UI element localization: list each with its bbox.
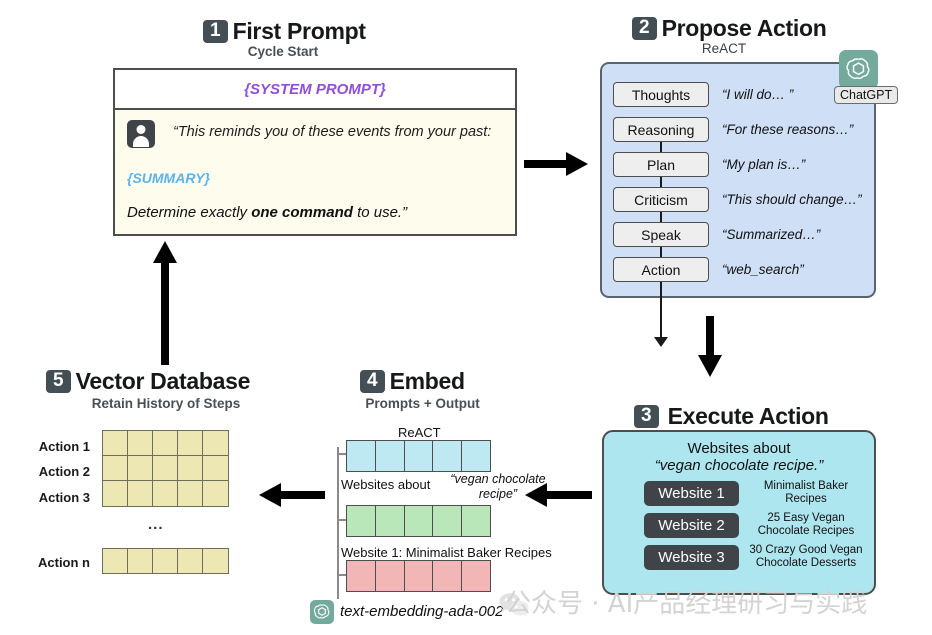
determine-suffix: to use.” (352, 204, 408, 221)
determine-command-text: Determine exactly one command to use.” (127, 204, 501, 221)
react-chip-action: Action (613, 257, 709, 282)
embed-label-websites-a: Websites about (341, 477, 431, 492)
react-value-reasoning: “For these reasons…” (722, 122, 854, 137)
arrow-4-to-5-shaft (281, 491, 325, 499)
step-1-subtitle: Cycle Start (247, 44, 319, 59)
db-row-label-3: Action 3 (38, 490, 90, 505)
watermark-text: 公众号 · AI产品经理研习与实践 (505, 589, 868, 619)
react-row-speak[interactable]: Speak “Summarized…” (613, 222, 820, 247)
step-3-header: 3 Execute Action (634, 403, 829, 430)
arrow-4-to-5-head-icon (259, 483, 281, 507)
react-chip-thoughts: Thoughts (613, 82, 709, 107)
embed-connector-line (337, 447, 339, 599)
website-result-row-2[interactable]: Website 2 25 Easy Vegan Chocolate Recipe… (644, 512, 874, 538)
arrow-5-to-1-shaft (161, 262, 169, 365)
determine-emphasis: one command (251, 204, 353, 221)
react-chip-speak: Speak (613, 222, 709, 247)
arrow-2-to-3-shaft (706, 316, 714, 358)
step-3-badge: 3 (634, 405, 659, 428)
step-4-subtitle: Prompts + Output (365, 396, 480, 411)
propose-action-panel: Thoughts “I will do… ” Reasoning “For th… (600, 62, 876, 347)
react-chip-plan: Plan (613, 152, 709, 177)
arrow-3-to-4-head-icon (525, 483, 547, 507)
vector-database-row-n (102, 548, 229, 574)
step-2-header: 2 Propose Action (632, 15, 827, 42)
determine-prefix: Determine exactly (127, 204, 252, 221)
system-prompt-text: {SYSTEM PROMPT} (244, 80, 386, 98)
arrow-1-to-2-shaft (524, 160, 568, 168)
embed-vector-website1 (346, 560, 491, 592)
arrow-1-to-2-head-icon (566, 152, 588, 176)
embed-vector-websites (346, 505, 491, 537)
db-row-label-2: Action 2 (38, 464, 90, 479)
step-2-title: Propose Action (661, 15, 827, 41)
step-3-title: Execute Action (667, 403, 829, 429)
db-ellipsis: ... (148, 516, 164, 533)
react-row-reasoning[interactable]: Reasoning “For these reasons…” (613, 117, 853, 142)
step-1-title: First Prompt (232, 18, 366, 44)
website-result-row-3[interactable]: Website 3 30 Crazy Good Vegan Chocolate … (644, 544, 874, 570)
first-prompt-box: {SYSTEM PROMPT} “This reminds you of the… (113, 68, 517, 236)
step-1-header: 1 First Prompt (203, 18, 366, 45)
step-5-title: Vector Database (75, 368, 251, 394)
db-row-label-1: Action 1 (38, 439, 90, 454)
execute-action-panel: Websites about “vegan chocolate recipe.”… (602, 430, 876, 595)
user-avatar-icon (127, 120, 155, 148)
db-row-label-n: Action n (38, 555, 90, 570)
website-3-description: 30 Crazy Good Vegan Chocolate Desserts (749, 544, 863, 569)
execute-title-line1: Websites about (687, 440, 791, 457)
react-row-plan[interactable]: Plan “My plan is…” (613, 152, 805, 177)
arrow-5-to-1-head-icon (153, 241, 177, 263)
embed-vector-react (346, 440, 491, 472)
website-result-row-1[interactable]: Website 1 Minimalist Baker Recipes (644, 480, 874, 506)
react-chip-reasoning: Reasoning (613, 117, 709, 142)
react-row-action[interactable]: Action “web_search” (613, 257, 804, 282)
step-4-title: Embed (389, 368, 465, 394)
embed-label-website1: Website 1: Minimalist Baker Recipes (341, 545, 552, 560)
react-value-action: “web_search” (722, 262, 804, 277)
react-row-thoughts[interactable]: Thoughts “I will do… ” (613, 82, 793, 107)
react-flow-arrow-icon (654, 337, 668, 347)
user-quote-text: “This reminds you of these events from y… (173, 124, 492, 140)
arrow-2-to-3-head-icon (698, 355, 722, 377)
step-5-subtitle: Retain History of Steps (91, 396, 241, 411)
step-2-badge: 2 (632, 17, 657, 40)
website-2-description: 25 Easy Vegan Chocolate Recipes (757, 512, 855, 537)
step-1-badge: 1 (203, 20, 228, 43)
ada-model-logo-icon (310, 600, 334, 624)
step-4-header: 4 Embed (360, 368, 465, 395)
react-value-speak: “Summarized…” (722, 227, 821, 242)
chatgpt-label: ChatGPT (834, 86, 899, 104)
step-2-subtitle: ReACT (701, 41, 747, 56)
chatgpt-logo-icon (839, 50, 878, 89)
website-2-button[interactable]: Website 2 (644, 512, 739, 538)
react-value-plan: “My plan is…” (722, 157, 806, 172)
arrow-3-to-4-shaft (547, 491, 592, 499)
website-3-button[interactable]: Website 3 (644, 544, 739, 570)
embed-label-react: ReACT (398, 425, 441, 440)
step-4-badge: 4 (360, 370, 385, 393)
website-1-button[interactable]: Website 1 (644, 480, 739, 506)
summary-placeholder-text: {SUMMARY} (127, 170, 210, 186)
vector-database-grid (102, 430, 229, 507)
embed-label-websites-b: “vegan chocolate recipe” (450, 472, 546, 501)
system-prompt-row: {SYSTEM PROMPT} (115, 70, 515, 110)
execute-title-line2: “vegan chocolate recipe.” (654, 457, 824, 474)
react-row-criticism[interactable]: Criticism “This should change…” (613, 187, 862, 212)
wechat-logo-icon (499, 593, 529, 617)
react-value-criticism: “This should change…” (722, 192, 862, 207)
step-5-badge: 5 (46, 370, 71, 393)
step-5-header: 5 Vector Database (46, 368, 250, 395)
website-1-description: Minimalist Baker Recipes (763, 480, 849, 505)
react-chip-criticism: Criticism (613, 187, 709, 212)
react-value-thoughts: “I will do… ” (722, 87, 794, 102)
ada-model-label: text-embedding-ada-002 (340, 603, 504, 620)
